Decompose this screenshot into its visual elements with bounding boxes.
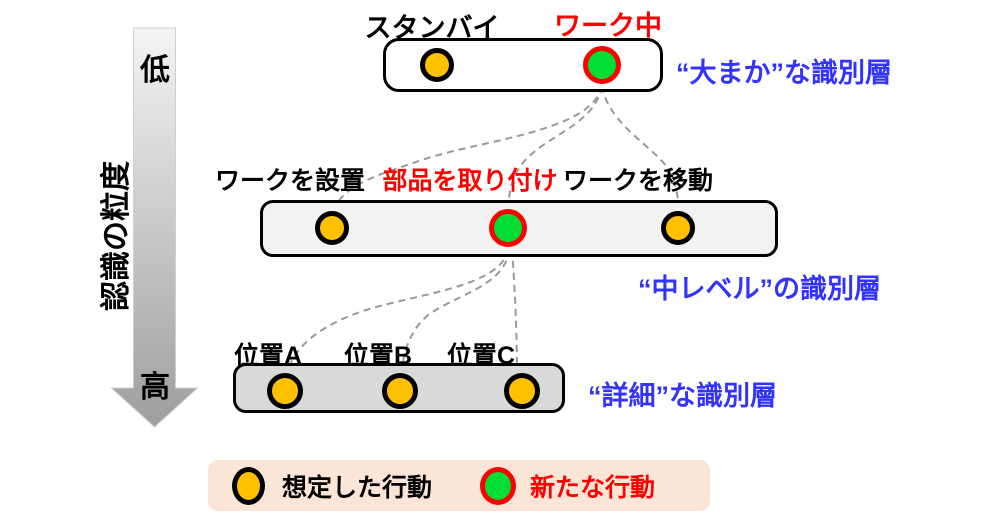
node-position-b-circle	[382, 373, 418, 409]
coarse-layer-label: “大まか”な識別層	[676, 58, 892, 88]
axis-high-label: 高	[140, 371, 170, 404]
node-label-place-work: ワークを設置	[214, 167, 366, 195]
fine-layer-label: “詳細”な識別層	[588, 381, 777, 411]
node-standby-expected-circle	[420, 48, 454, 82]
legend-new-label: 新たな行動	[530, 473, 656, 502]
axis-low-label: 低	[140, 54, 170, 87]
node-label-working: ワーク中	[554, 11, 662, 41]
node-attach-part-circle	[489, 209, 527, 247]
connector-attach-to-posC	[511, 248, 518, 378]
node-move-work-circle	[661, 211, 695, 245]
legend-box: 想定した行動 新たな行動	[208, 460, 710, 511]
node-position-a-circle	[267, 373, 303, 409]
connector-attach-to-posB	[400, 248, 510, 378]
legend-expected-circle	[232, 467, 265, 505]
axis-label: 認識の粒度	[100, 161, 133, 311]
coarse-to-mid-connectors	[332, 85, 680, 212]
connector-attach-to-posA	[285, 248, 509, 378]
connector-work-to-attach	[507, 85, 603, 212]
legend-new-circle	[480, 467, 516, 505]
granularity-arrow	[110, 27, 199, 428]
node-label-move-work: ワークを移動	[562, 167, 714, 195]
node-label-attach-part: 部品を取り付け	[382, 167, 558, 195]
legend-expected-label: 想定した行動	[282, 473, 433, 502]
node-place-work-circle	[315, 211, 349, 245]
node-position-c-circle	[504, 373, 540, 409]
connector-work-to-move	[601, 85, 680, 212]
mid-to-fine-connectors	[285, 248, 518, 378]
mid-layer-label: “中レベル”の識別層	[638, 274, 881, 304]
connector-work-to-place	[332, 85, 603, 212]
node-working-new-circle	[583, 46, 621, 84]
